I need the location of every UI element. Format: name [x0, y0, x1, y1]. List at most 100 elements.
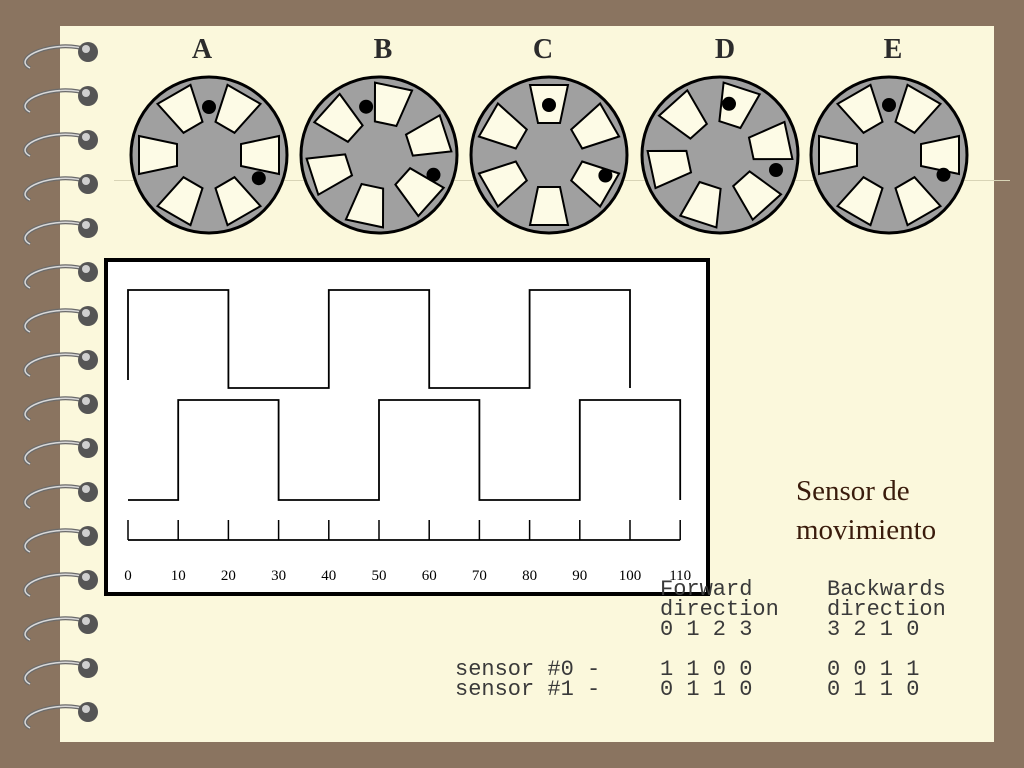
- spiral-coil: [23, 570, 98, 598]
- coil-highlight: [24, 441, 89, 465]
- tick-label: 90: [572, 568, 587, 584]
- backwards-states: 3 2 1 0: [827, 617, 920, 642]
- forward-states: 0 1 2 3: [660, 617, 753, 642]
- sensor-dot: [542, 98, 556, 112]
- wheel-window: [155, 175, 204, 227]
- encoder-wheel: [640, 75, 800, 235]
- wheel-window: [894, 175, 943, 227]
- sensor1-backwards: 0 1 1 0: [827, 677, 920, 702]
- wheel-window: [214, 175, 263, 227]
- wheel-window: [528, 186, 570, 226]
- sensor-dot: [882, 98, 896, 112]
- coil-highlight: [24, 529, 89, 553]
- spiral-coil: [23, 306, 98, 334]
- sensor-dot: [251, 171, 266, 186]
- hole-highlight: [82, 89, 90, 97]
- wheel-window: [894, 83, 943, 135]
- coil-highlight: [24, 221, 89, 245]
- spiral-coil: [23, 174, 98, 202]
- wheel-window: [138, 134, 178, 176]
- tick-label: 60: [422, 568, 437, 584]
- encoder-wheel: [299, 75, 459, 235]
- tick-label: 50: [372, 568, 387, 584]
- hole-highlight: [82, 441, 90, 449]
- forward-heading-2: direction: [660, 597, 779, 622]
- hole-highlight: [82, 661, 90, 669]
- wheel-label-e: E: [883, 34, 903, 65]
- sensor-dot: [202, 100, 216, 114]
- slide-title: Sensor de movimiento: [796, 472, 936, 550]
- hole-highlight: [82, 265, 90, 273]
- spiral-coil: [23, 42, 98, 70]
- wheel-window: [678, 180, 722, 229]
- coil-highlight: [24, 705, 89, 729]
- spiral-coil: [23, 614, 98, 642]
- sensor0-label: sensor #0 -: [455, 657, 601, 682]
- spiral-coil: [23, 702, 98, 730]
- tick-label: 100: [619, 568, 642, 584]
- spiral-coil: [23, 526, 98, 554]
- spiral-coil: [23, 394, 98, 422]
- hole-highlight: [82, 617, 90, 625]
- wheel-window: [657, 88, 709, 140]
- spiral-coil: [23, 438, 98, 466]
- sensor-dot: [936, 167, 951, 182]
- wheel-window: [312, 92, 364, 144]
- spiral-coil: [23, 86, 98, 114]
- coil-highlight: [24, 617, 89, 641]
- sensor0-backwards: 0 0 1 1: [827, 657, 920, 682]
- coil-highlight: [24, 397, 89, 421]
- wheel-label-a: A: [191, 34, 213, 65]
- wheel-label-d: D: [714, 34, 736, 65]
- encoder-wheel: [809, 75, 969, 235]
- tick-label: 30: [271, 568, 286, 584]
- spiral-binding: [23, 42, 98, 730]
- wheel-window: [747, 120, 794, 161]
- coil-highlight: [24, 309, 89, 333]
- wheel-window: [155, 83, 204, 135]
- coil-highlight: [24, 661, 89, 685]
- tick-label: 20: [221, 568, 236, 584]
- coil-highlight: [24, 353, 89, 377]
- coil-highlight: [24, 485, 89, 509]
- spiral-coil: [23, 482, 98, 510]
- sensor-dot: [722, 96, 736, 111]
- tick-label: 110: [669, 568, 691, 584]
- spiral-coil: [23, 218, 98, 246]
- wheel-window: [240, 134, 280, 176]
- encoder-wheel: [129, 75, 289, 235]
- wheel-window: [835, 83, 884, 135]
- wheel-window: [477, 101, 529, 150]
- spiral-coil: [23, 350, 98, 378]
- wheel-window: [305, 153, 354, 197]
- hole-highlight: [82, 309, 90, 317]
- tick-label: 80: [522, 568, 537, 584]
- forward-heading-1: Forward: [660, 577, 753, 602]
- title-line-1: Sensor de: [796, 475, 910, 507]
- wheel-window: [835, 175, 884, 227]
- coil-highlight: [24, 133, 89, 157]
- wheel-window: [214, 83, 263, 135]
- hole-highlight: [82, 133, 90, 141]
- hole-highlight: [82, 485, 90, 493]
- sensor-dot: [359, 99, 374, 114]
- backwards-heading-2: direction: [827, 597, 946, 622]
- wheel-window: [394, 166, 446, 218]
- wheel-window: [404, 113, 453, 157]
- wheel-window: [373, 81, 414, 128]
- wheel-window: [646, 149, 693, 190]
- hole-highlight: [82, 529, 90, 537]
- wheel-window: [718, 81, 762, 130]
- tick-label: 0: [124, 568, 132, 584]
- sensor1-forward: 0 1 1 0: [660, 677, 753, 702]
- tick-label: 40: [321, 568, 336, 584]
- wheel-window: [344, 182, 385, 229]
- signal-sensor-1: [128, 399, 682, 501]
- hole-highlight: [82, 705, 90, 713]
- coil-highlight: [24, 177, 89, 201]
- sensor-dot: [426, 167, 441, 182]
- wheel-label-c: C: [532, 34, 554, 65]
- spiral-coil: [23, 262, 98, 290]
- wheel-label-b: B: [373, 34, 393, 65]
